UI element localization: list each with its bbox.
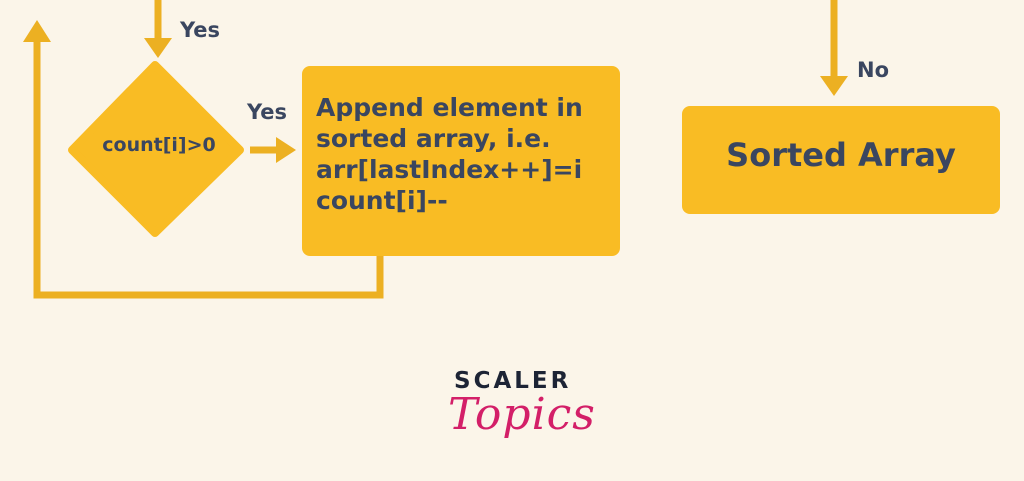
edge-into-sorted (820, 0, 848, 96)
sorted-array-box (682, 106, 1000, 214)
edge-decision-to-append (250, 137, 296, 163)
decision-label: count[i]>0 (102, 134, 216, 156)
sorted-array-label: Sorted Array (726, 136, 956, 174)
brand-logo-topics: Topics (448, 389, 596, 440)
edge-label-yes-to-append: Yes (247, 100, 288, 124)
append-process-label: Append element in sorted array, i.e. arr… (316, 93, 583, 215)
edge-label-no-to-sorted: No (857, 58, 890, 82)
edge-label-yes-into-decision: Yes (180, 18, 221, 42)
decision-diamond (68, 61, 244, 237)
edge-loop-back (23, 20, 384, 299)
edge-into-decision (144, 0, 172, 58)
brand-logo-scaler: SCALER (454, 368, 572, 394)
append-process-box (302, 66, 620, 256)
